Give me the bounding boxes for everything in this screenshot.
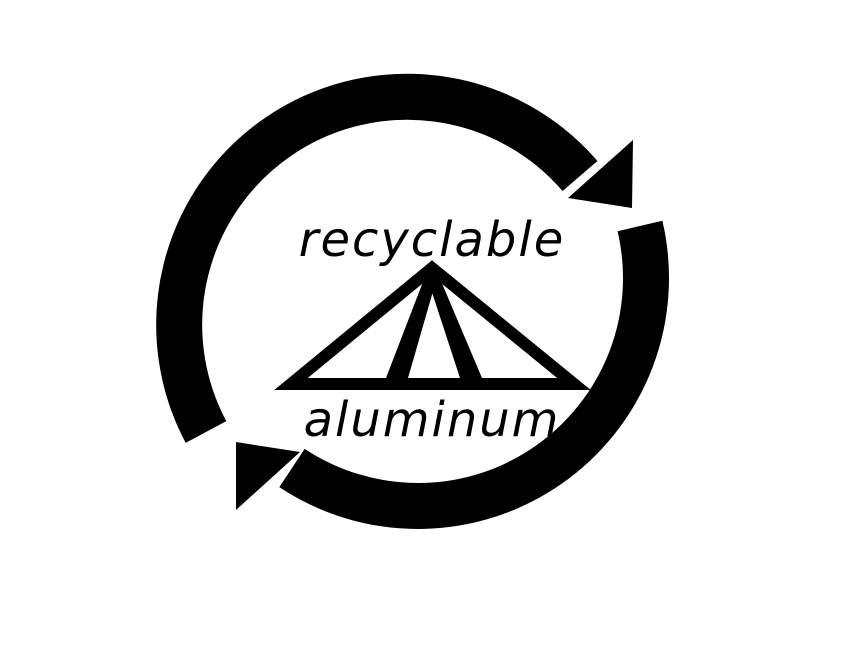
recycle-arrows-icon <box>156 73 669 529</box>
upper-arrow-arc <box>156 73 598 443</box>
pyramid-outline <box>274 260 591 390</box>
pyramid-right-rib <box>426 274 482 378</box>
pyramid-icon <box>274 260 591 390</box>
logo-bottom-text: aluminum <box>304 392 561 448</box>
pyramid-left-rib <box>386 274 438 378</box>
lower-arrow-arc <box>279 220 669 529</box>
upper-arrowhead <box>568 140 633 208</box>
logo-top-text: recyclable <box>299 212 566 268</box>
lower-arrowhead <box>236 442 300 510</box>
